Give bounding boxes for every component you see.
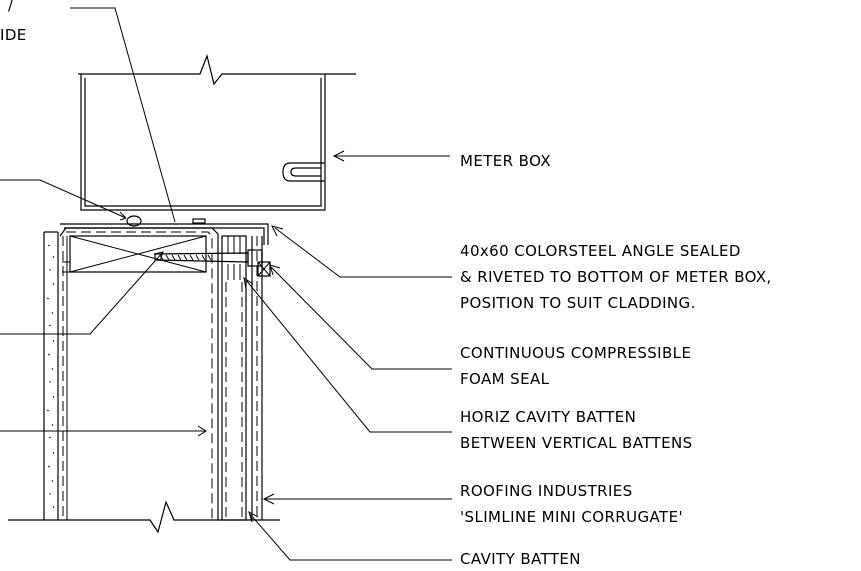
label-top-left-1: / — [8, 0, 14, 14]
label-horiz-1: HORIZ CAVITY BATTEN — [460, 408, 637, 426]
label-angle-2: & RIVETED TO BOTTOM OF METER BOX, — [460, 268, 772, 286]
flashing-angle — [59, 223, 269, 520]
label-cavity-batten: CAVITY BATTEN — [460, 550, 581, 568]
label-angle-3: POSITION TO SUIT CLADDING. — [460, 294, 696, 312]
label-angle-1: 40x60 COLORSTEEL ANGLE SEALED — [460, 242, 741, 260]
label-roofing-2: 'SLIMLINE MINI CORRUGATE' — [460, 508, 683, 526]
cladding — [251, 236, 271, 520]
label-seal-2: FOAM SEAL — [460, 370, 550, 388]
label-top-left-2: IDE — [0, 26, 27, 44]
vertical-battens — [221, 235, 247, 521]
label-horiz-2: BETWEEN VERTICAL BATTENS — [460, 434, 693, 452]
leader-lines — [0, 7, 452, 561]
label-meter-box: METER BOX — [460, 152, 551, 170]
meter-box — [78, 54, 356, 211]
label-roofing-1: ROOFING INDUSTRIES — [460, 482, 633, 500]
wall-lining-left — [43, 231, 71, 520]
bottom-break-line — [8, 500, 280, 534]
label-seal-1: CONTINUOUS COMPRESSIBLE — [460, 344, 692, 362]
seal-beads — [126, 215, 206, 227]
